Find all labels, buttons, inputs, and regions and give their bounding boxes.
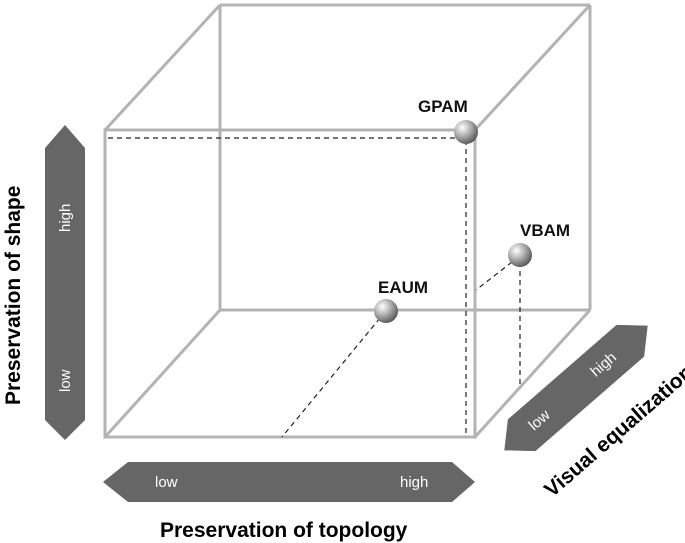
shape-arrow-shape [45,125,85,440]
shape-axis-arrow: high low [45,125,85,440]
cube-wireframe [103,3,592,439]
topology-arrow-shape [103,462,475,502]
topology-axis-arrow: low high [103,462,475,502]
shape-axis-title: Preservation of shape [2,186,25,405]
projection-lines [108,137,521,438]
gpam-point [454,120,478,144]
cube-front-face [103,128,477,439]
cube-edge-bottom-left [103,308,222,439]
cube-edge-top-left [103,3,222,132]
vbam-label: VBAM [520,221,570,240]
topology-axis-title: Preservation of topology [160,519,408,542]
eaum-label: EAUM [378,278,428,297]
vbam-point [508,243,532,267]
cube-edge-top-right [473,3,592,132]
shape-low-label: low [57,369,74,392]
shape-high-label: high [57,204,74,232]
topology-low-label: low [155,474,178,491]
eaum-diagonal-dash [281,317,381,438]
visual-axis-arrow: low high [504,324,648,452]
topology-high-label: high [400,474,428,491]
cube-edge-bottom-right [473,308,592,439]
eaum-point [374,299,398,323]
vbam-diagonal-dash [475,261,513,291]
gpam-label: GPAM [418,97,468,116]
visual-arrow-shape [504,324,648,452]
